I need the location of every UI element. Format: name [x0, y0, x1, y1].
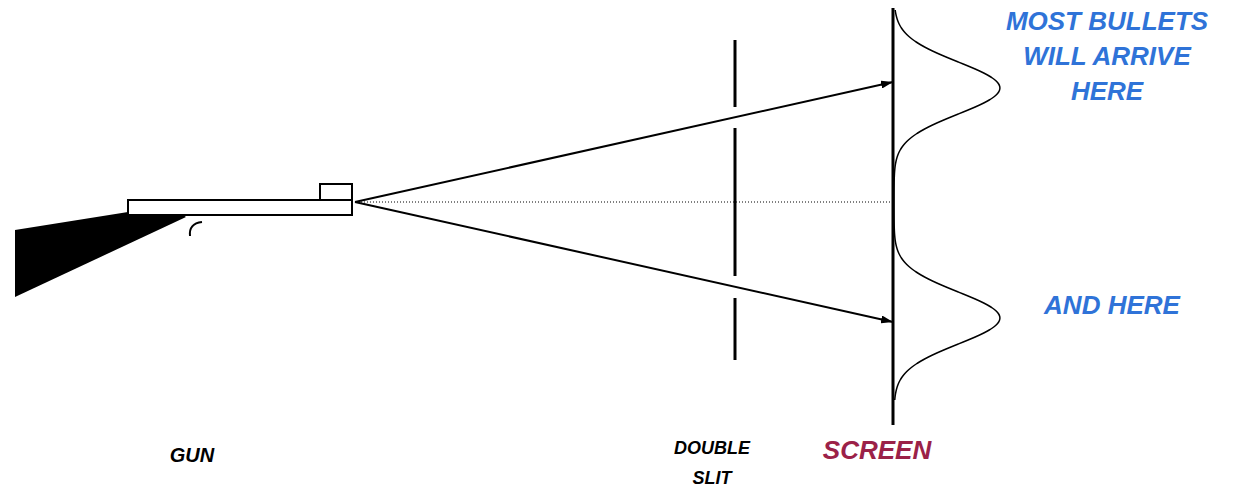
- bullet-path: [355, 82, 893, 202]
- gun-barrel: [128, 200, 352, 215]
- slit-wall: [734, 40, 737, 107]
- bullet-path: [355, 202, 893, 322]
- axis-line: [355, 202, 893, 203]
- gun-stock: [15, 212, 186, 297]
- part-label: GUN: [142, 442, 242, 468]
- callout-text: MOST BULLETS WILL ARRIVE HERE: [989, 4, 1225, 109]
- distribution-curve: [894, 10, 1000, 400]
- callout-text: AND HERE: [1022, 288, 1202, 323]
- gun-trigger: [190, 222, 202, 236]
- slit-wall: [734, 128, 737, 276]
- gun-sight: [320, 184, 352, 200]
- slit-wall: [734, 298, 737, 360]
- part-label: SCREEN: [797, 434, 957, 466]
- part-label: DOUBLE SLIT: [667, 433, 757, 493]
